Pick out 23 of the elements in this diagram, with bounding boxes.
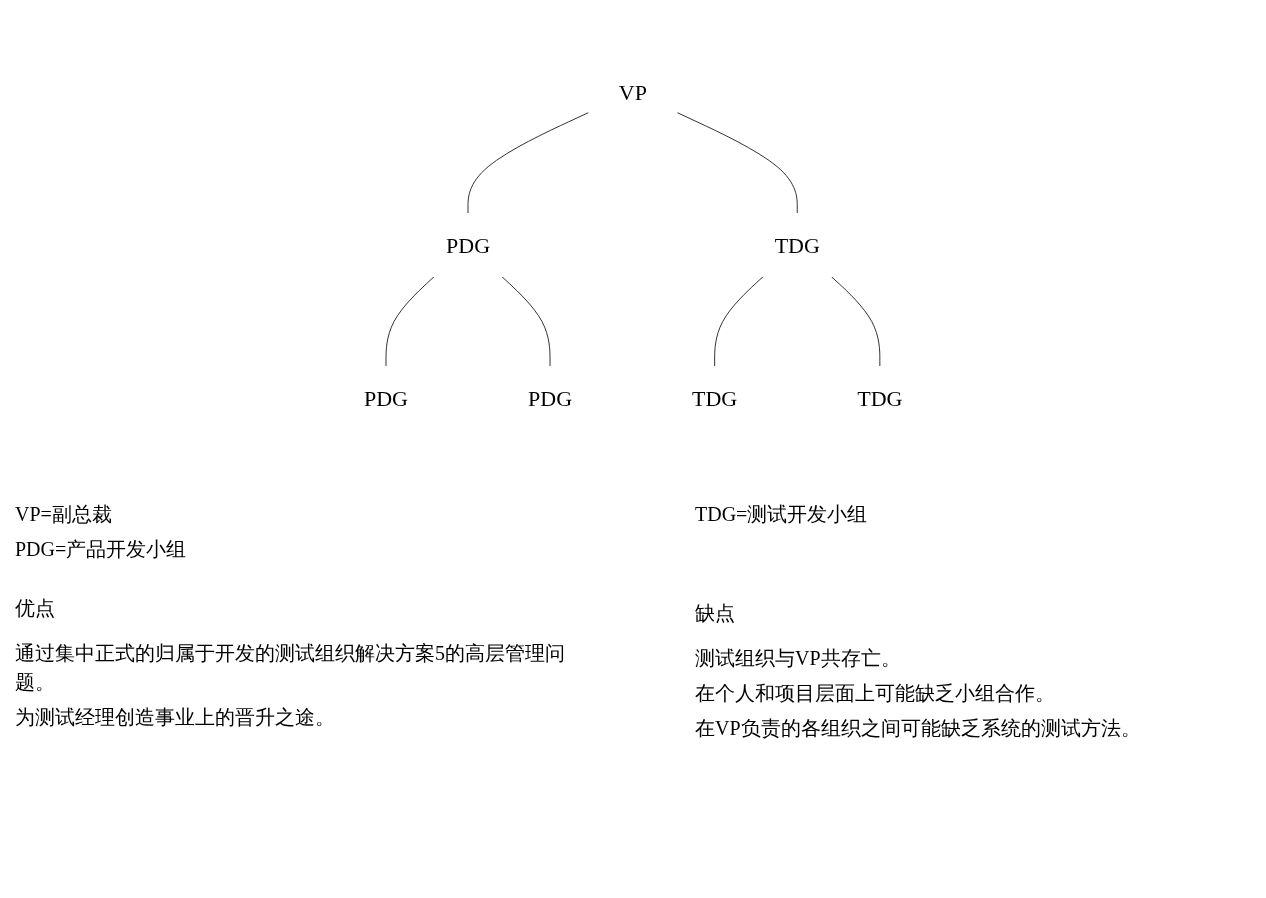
legend-text: PDG=产品开发小组 bbox=[15, 537, 188, 562]
legend-text: VP=副总裁 bbox=[15, 502, 113, 527]
node-text: VP bbox=[618, 79, 647, 105]
bullet-text: 在个人和项目层面上可能缺乏小组合作。 bbox=[695, 681, 1056, 706]
connector bbox=[713, 276, 764, 367]
node-text: TDG bbox=[774, 232, 820, 258]
bullet-text: 测试组织与VP共存亡。 bbox=[695, 646, 902, 671]
node-text: TDG bbox=[691, 385, 738, 411]
bullet-text: 通过集中正式的归属于开发的测试组织解决方案5的高层管理问题。 bbox=[15, 641, 566, 695]
legend-text: TDG=测试开发小组 bbox=[695, 502, 869, 527]
connector bbox=[676, 112, 798, 214]
bullet-text: 为测试经理创造事业上的晋升之途。 bbox=[15, 705, 336, 730]
node-text: PDG bbox=[445, 232, 490, 258]
bullet-text: 在VP负责的各组织之间可能缺乏系统的测试方法。 bbox=[695, 716, 1142, 741]
connector bbox=[467, 111, 590, 214]
connector bbox=[501, 276, 551, 367]
connector bbox=[385, 276, 435, 367]
section-heading: 缺点 bbox=[695, 601, 736, 626]
section-heading: 优点 bbox=[15, 596, 56, 621]
node-text: TDG bbox=[857, 385, 903, 411]
connector bbox=[830, 276, 881, 367]
node-text: PDG bbox=[363, 385, 408, 411]
node-text: PDG bbox=[527, 385, 572, 411]
